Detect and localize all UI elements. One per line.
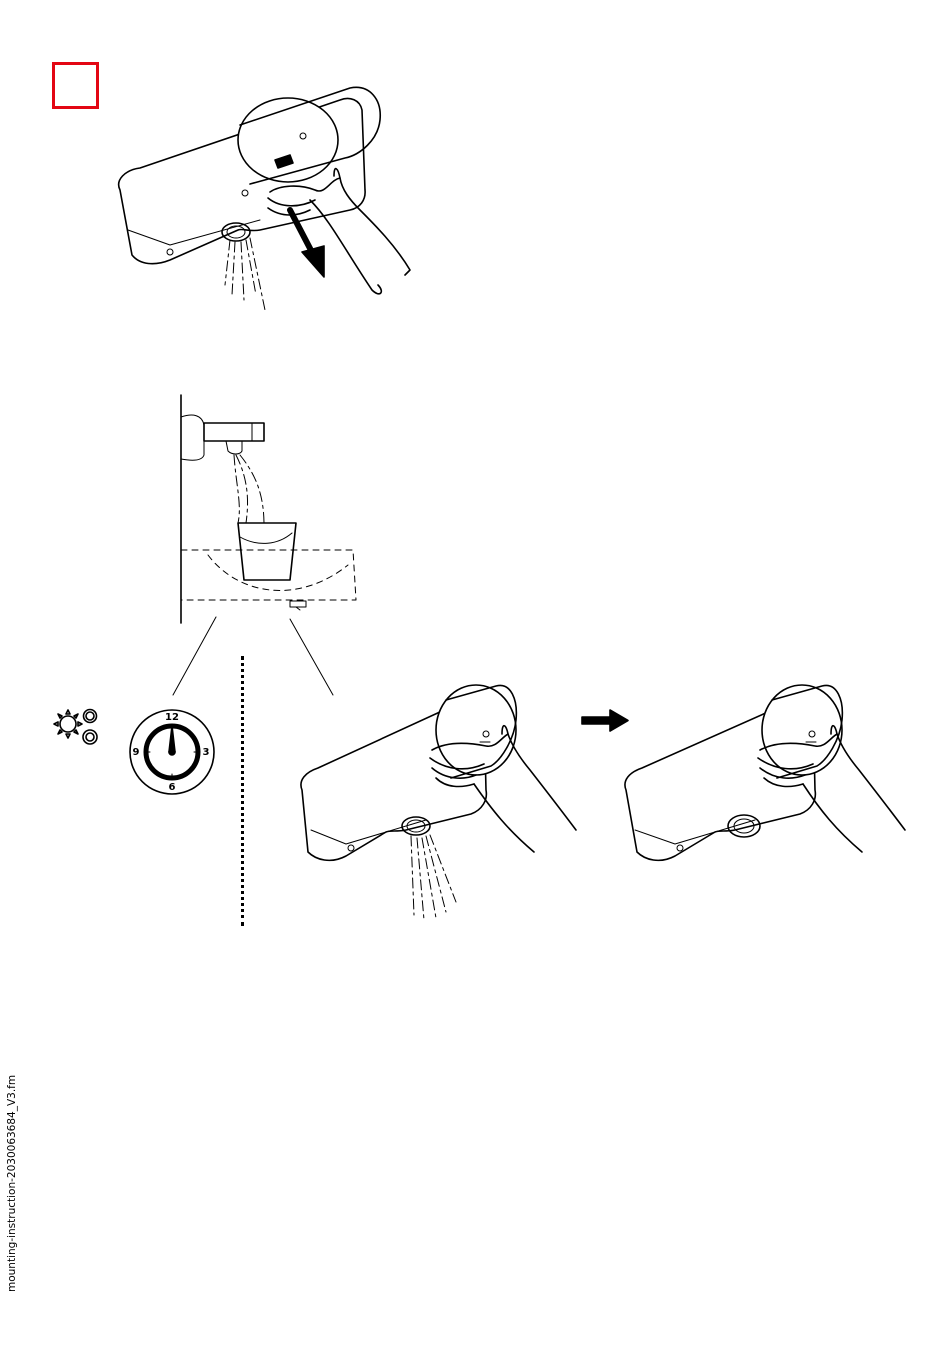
faucet-with-hand-icon bbox=[110, 80, 430, 330]
file-name-note: mounting-instruction-2030063684_V3.fm bbox=[6, 1075, 18, 1292]
faucet-running-with-hand-icon bbox=[296, 680, 581, 925]
dial-label-3: 3 bbox=[203, 747, 210, 758]
dotted-divider bbox=[241, 656, 244, 926]
dial-label-9: 9 bbox=[133, 747, 140, 758]
faucet-stopped-with-hand-icon bbox=[620, 680, 910, 865]
wall-mounted-faucet-with-cup-icon bbox=[178, 395, 368, 635]
dial-label-6: 6 bbox=[169, 782, 176, 793]
gears-icon bbox=[52, 706, 104, 748]
step-marker bbox=[52, 62, 99, 109]
dial-label-12: 12 bbox=[165, 712, 179, 723]
timer-dial-icon: 12 3 6 9 bbox=[128, 708, 216, 796]
